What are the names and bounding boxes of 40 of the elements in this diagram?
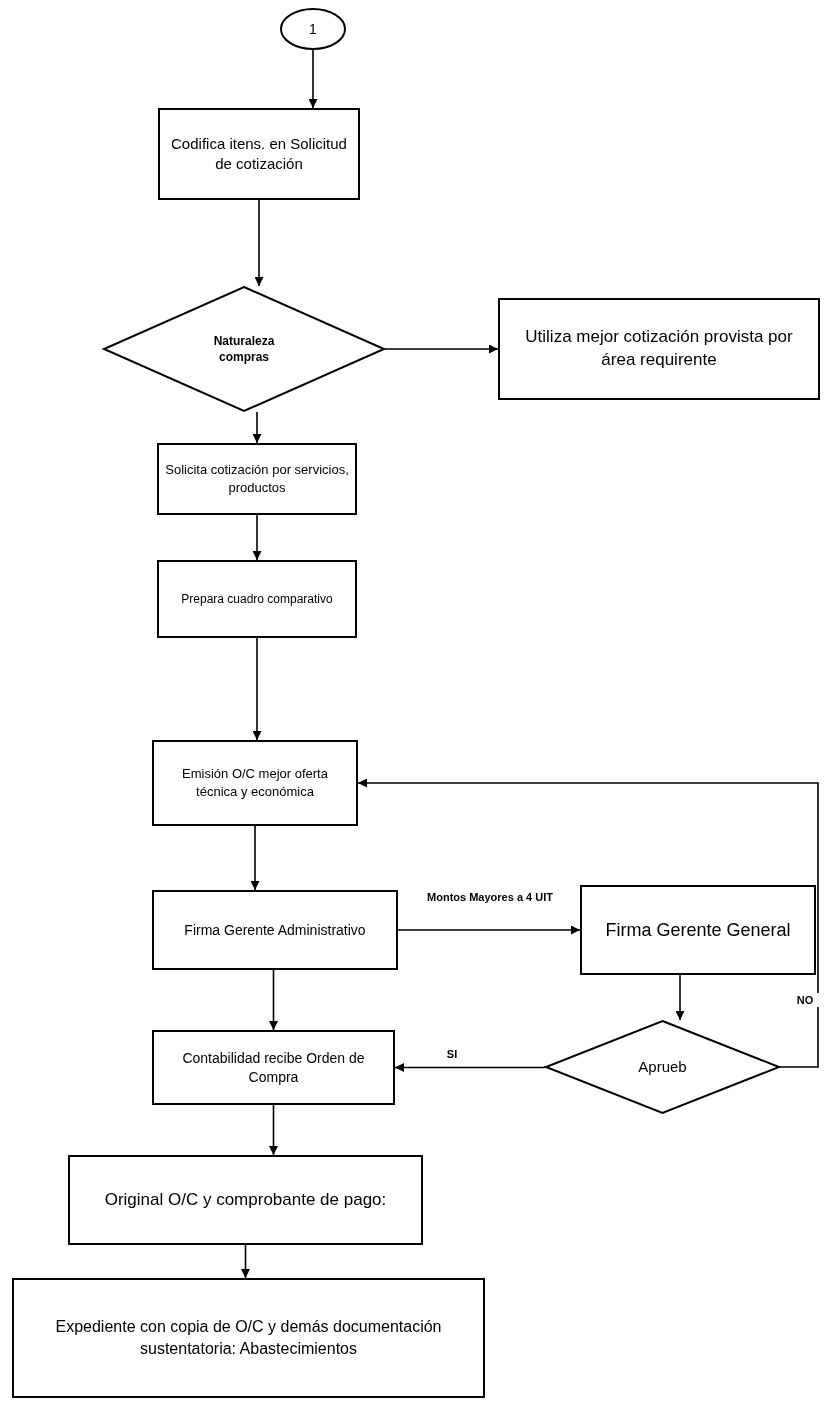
node-text: Firma Gerente General: [604, 918, 792, 942]
arrow: [384, 344, 499, 354]
node-text: Firma Gerente Administrativo: [183, 920, 367, 940]
arrow: [250, 825, 260, 891]
process-box: [68, 1155, 423, 1245]
arrow: [308, 49, 318, 109]
node-text: 1: [308, 19, 318, 39]
arrow: [252, 514, 262, 561]
process-box: [157, 443, 357, 515]
process-box: [152, 1030, 395, 1105]
node-text: Codifica itens. en Solicitud de cotización: [170, 133, 348, 174]
decision-diamond: [545, 1020, 780, 1114]
arrow: [397, 925, 581, 935]
arrow: [394, 1063, 546, 1072]
node-text: Naturaleza compras: [212, 332, 276, 366]
node-text: Expediente con copia de O/C y demás documentación sustentatoria: Abastecimientos: [54, 1317, 443, 1359]
process-box: [152, 740, 358, 826]
process-box: [152, 890, 398, 970]
arrow: [269, 1104, 278, 1156]
arrow: [357, 778, 819, 1068]
decision-diamond: [103, 286, 385, 412]
node-text: Emisión O/C mejor oferta técnica y económica: [181, 765, 329, 801]
arrow: [254, 199, 264, 287]
node-text: Aprueb: [637, 1056, 688, 1077]
arrow: [675, 974, 685, 1021]
arrow: [269, 969, 278, 1031]
connector-ellipse: [280, 8, 346, 50]
process-box: [498, 298, 820, 400]
node-text: Contabilidad recibe Orden de Compra: [181, 1048, 366, 1087]
arrow: [252, 637, 262, 741]
arrow: [252, 411, 262, 444]
arrow: [241, 1244, 250, 1279]
node-text: Prepara cuadro comparativo: [180, 590, 334, 608]
node-text: Original O/C y comprobante de pago:: [103, 1188, 388, 1211]
process-box: [158, 108, 360, 200]
process-box: [157, 560, 357, 638]
process-box: [12, 1278, 485, 1398]
node-text: Utiliza mejor cotización provista por área requirente: [524, 326, 794, 371]
node-text: Solicita cotización por servicios, productos: [164, 461, 350, 497]
process-box: [580, 885, 816, 975]
